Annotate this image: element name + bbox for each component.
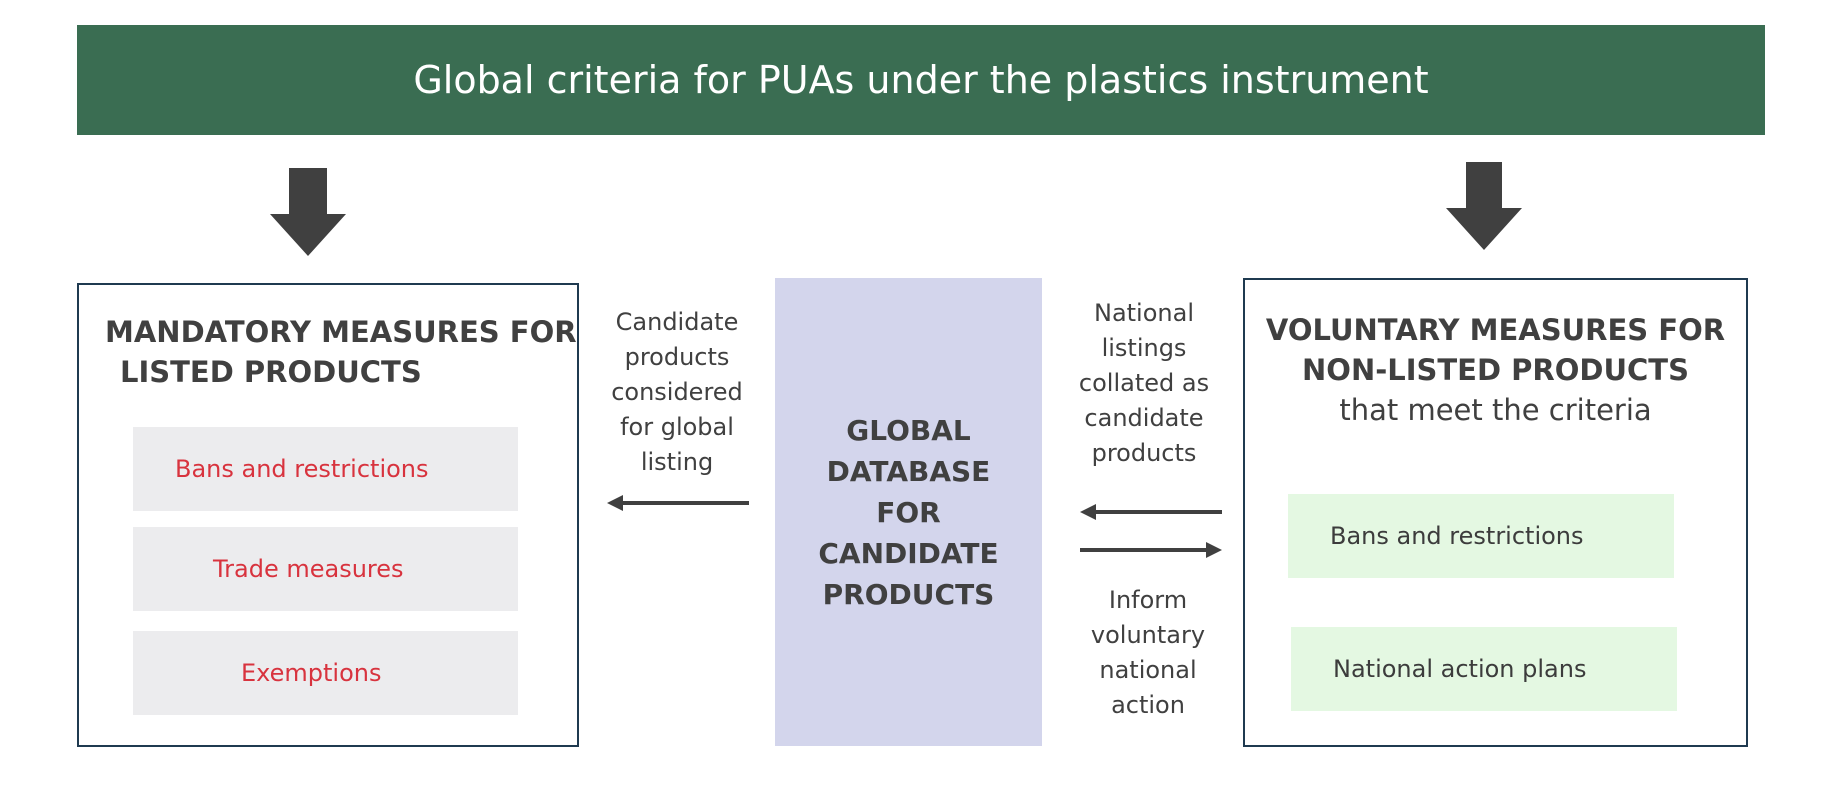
database-label: GLOBAL DATABASE FOR CANDIDATE PRODUCTS: [818, 410, 998, 615]
caption-line: National: [1093, 299, 1194, 327]
voluntary-title-subtitle: that meet the criteria: [1339, 393, 1652, 427]
mandatory-item-bans: Bans and restrictions: [133, 427, 518, 511]
global-database-box: GLOBAL DATABASE FOR CANDIDATE PRODUCTS: [775, 278, 1042, 746]
caption-line: Candidate: [615, 308, 739, 336]
caption-line: listing: [640, 448, 714, 476]
caption-line: considered: [611, 378, 743, 406]
down-arrow-right-icon: [1446, 162, 1522, 250]
database-label-line: PRODUCTS: [822, 577, 995, 611]
voluntary-title-line-1: VOLUNTARY MEASURES FOR: [1265, 313, 1726, 347]
mandatory-item-label: Trade measures: [213, 555, 404, 583]
voluntary-panel-title: VOLUNTARY MEASURES FOR NON-LISTED PRODUC…: [1245, 310, 1746, 430]
caption-line: for global: [620, 413, 734, 441]
database-label-line: CANDIDATE: [818, 536, 999, 570]
mandatory-title-line-2: LISTED PRODUCTS: [120, 355, 422, 389]
caption-line: action: [1111, 691, 1185, 719]
arrow-right-to-voluntary-icon: [1080, 542, 1222, 558]
voluntary-item-label: National action plans: [1333, 655, 1587, 683]
caption-inform-voluntary-action: Inform voluntary national action: [1068, 583, 1228, 723]
mandatory-panel-title: MANDATORY MEASURES FOR LISTED PRODUCTS: [105, 312, 577, 392]
banner-title: Global criteria for PUAs under the plast…: [413, 58, 1429, 102]
database-label-line: FOR: [876, 495, 941, 529]
arrow-left-to-mandatory-icon: [607, 495, 749, 511]
mandatory-item-trade: Trade measures: [133, 527, 518, 611]
database-label-line: GLOBAL: [846, 413, 971, 447]
caption-candidate-products: Candidate products considered for global…: [597, 305, 757, 480]
caption-line: products: [1091, 439, 1197, 467]
mandatory-title-line-1: MANDATORY MEASURES FOR: [105, 315, 577, 349]
voluntary-item-bans: Bans and restrictions: [1288, 494, 1674, 578]
caption-line: candidate: [1084, 404, 1204, 432]
database-label-line: DATABASE: [826, 454, 991, 488]
caption-line: voluntary: [1090, 621, 1206, 649]
caption-line: Inform: [1108, 586, 1188, 614]
arrow-left-to-database-icon: [1080, 504, 1222, 520]
criteria-banner: Global criteria for PUAs under the plast…: [77, 25, 1765, 135]
mandatory-item-label: Bans and restrictions: [175, 455, 429, 483]
voluntary-item-action-plans: National action plans: [1291, 627, 1677, 711]
voluntary-item-label: Bans and restrictions: [1330, 522, 1584, 550]
caption-national-listings: National listings collated as candidate …: [1064, 296, 1224, 471]
mandatory-item-label: Exemptions: [241, 659, 382, 687]
caption-line: collated as: [1078, 369, 1210, 397]
mandatory-measures-panel: MANDATORY MEASURES FOR LISTED PRODUCTS B…: [77, 283, 579, 747]
caption-line: listings: [1101, 334, 1187, 362]
caption-line: products: [624, 343, 730, 371]
down-arrow-left-icon: [270, 168, 346, 256]
mandatory-item-exemptions: Exemptions: [133, 631, 518, 715]
caption-line: national: [1099, 656, 1197, 684]
voluntary-measures-panel: VOLUNTARY MEASURES FOR NON-LISTED PRODUC…: [1243, 278, 1748, 747]
voluntary-title-line-2: NON-LISTED PRODUCTS: [1302, 353, 1689, 387]
